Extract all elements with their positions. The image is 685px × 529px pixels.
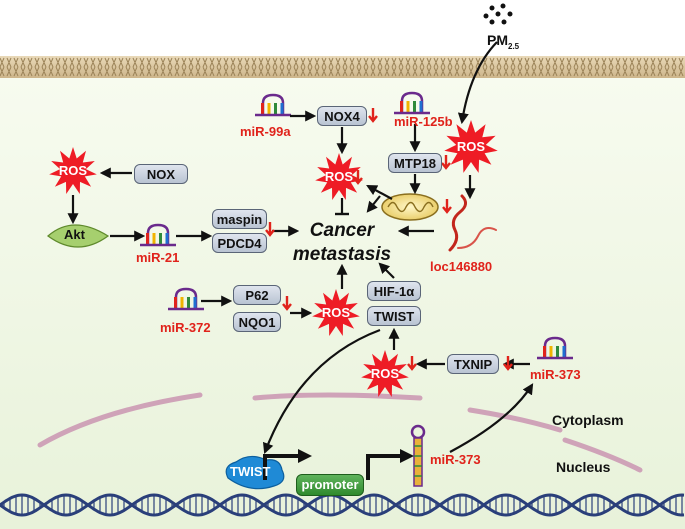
down-txnip — [503, 356, 513, 371]
arrow-pm25-to-ros — [457, 41, 498, 125]
pre-mir373-stemloop-icon — [410, 424, 426, 487]
mir125b-hairpin-icon — [394, 91, 430, 115]
nox-box: NOX — [134, 164, 188, 184]
twist-nuclear-label: TWIST — [230, 464, 271, 479]
akt-label: Akt — [64, 227, 85, 242]
hif1a-box: HIF-1α — [367, 281, 421, 301]
ros-label-pm25: ROS — [456, 139, 486, 154]
twist-box: TWIST — [367, 306, 421, 326]
mitochondrion-icon — [381, 193, 439, 221]
transcription-arrows — [263, 454, 402, 480]
lncrna-helix-icon — [448, 194, 497, 252]
mir373-nuclear-label: miR-373 — [430, 452, 481, 467]
ros-label-txnip: ROS — [370, 366, 400, 381]
arrow-hif1a-to-metastasis — [378, 262, 395, 279]
down-maspin — [265, 222, 275, 237]
txnip-box: TXNIP — [447, 354, 499, 374]
mir21-hairpin-icon — [140, 223, 176, 247]
pm25-label: PM2.5 — [487, 32, 520, 51]
loc146880-label: loc146880 — [430, 259, 493, 274]
ros-burst-p62 — [312, 289, 360, 336]
p62-box: P62 — [233, 285, 281, 305]
down-ros — [353, 170, 363, 185]
nox4-box: NOX4 — [317, 106, 367, 126]
ros-burst-txnip — [361, 350, 409, 397]
twist-nuclear-shape — [225, 455, 285, 490]
nqo1-box: NQO1 — [233, 312, 281, 332]
down-nox4 — [368, 108, 378, 123]
down-p62 — [282, 296, 292, 311]
promoter-box: promoter — [296, 474, 364, 496]
mir373-label: miR-373 — [530, 367, 581, 382]
ros-label-nox4: ROS — [324, 169, 354, 184]
maspin-box: maspin — [212, 209, 267, 229]
ros-burst-nox — [49, 147, 97, 194]
mir125b-label: miR-125b — [394, 114, 453, 129]
down-loc146880 — [442, 199, 452, 214]
mir99a-hairpin-icon — [255, 93, 291, 117]
cell-membrane — [0, 56, 685, 78]
pdcd4-box: PDCD4 — [212, 233, 267, 253]
ros-label-p62: ROS — [321, 305, 351, 320]
mir99a-label: miR-99a — [240, 124, 291, 139]
akt-node-shape — [46, 224, 110, 248]
nuclear-envelope — [37, 392, 643, 473]
arrow-mito-to-ros — [366, 184, 393, 200]
ros-burst-pm25 — [444, 120, 498, 173]
down-mtp18 — [441, 155, 451, 170]
arrow-twist-to-nucleus — [262, 328, 381, 455]
nucleus-label: Nucleus — [556, 459, 611, 475]
down-ros-txnip — [407, 356, 417, 371]
cytoplasm-label: Cytoplasm — [552, 412, 624, 428]
arrow-mir373-export — [449, 383, 534, 453]
mir372-label: miR-372 — [160, 320, 211, 335]
mir21-label: miR-21 — [136, 250, 180, 265]
dna-helix — [0, 493, 685, 517]
arrow-mito-to-metastasis — [366, 195, 381, 213]
pm25-particles-icon — [483, 3, 513, 25]
ros-label-nox: ROS — [58, 163, 88, 178]
mir373-hairpin-icon — [537, 336, 573, 360]
mir372-hairpin-icon — [168, 287, 204, 311]
ros-burst-nox4 — [315, 153, 363, 200]
mtp18-box: MTP18 — [388, 153, 442, 173]
